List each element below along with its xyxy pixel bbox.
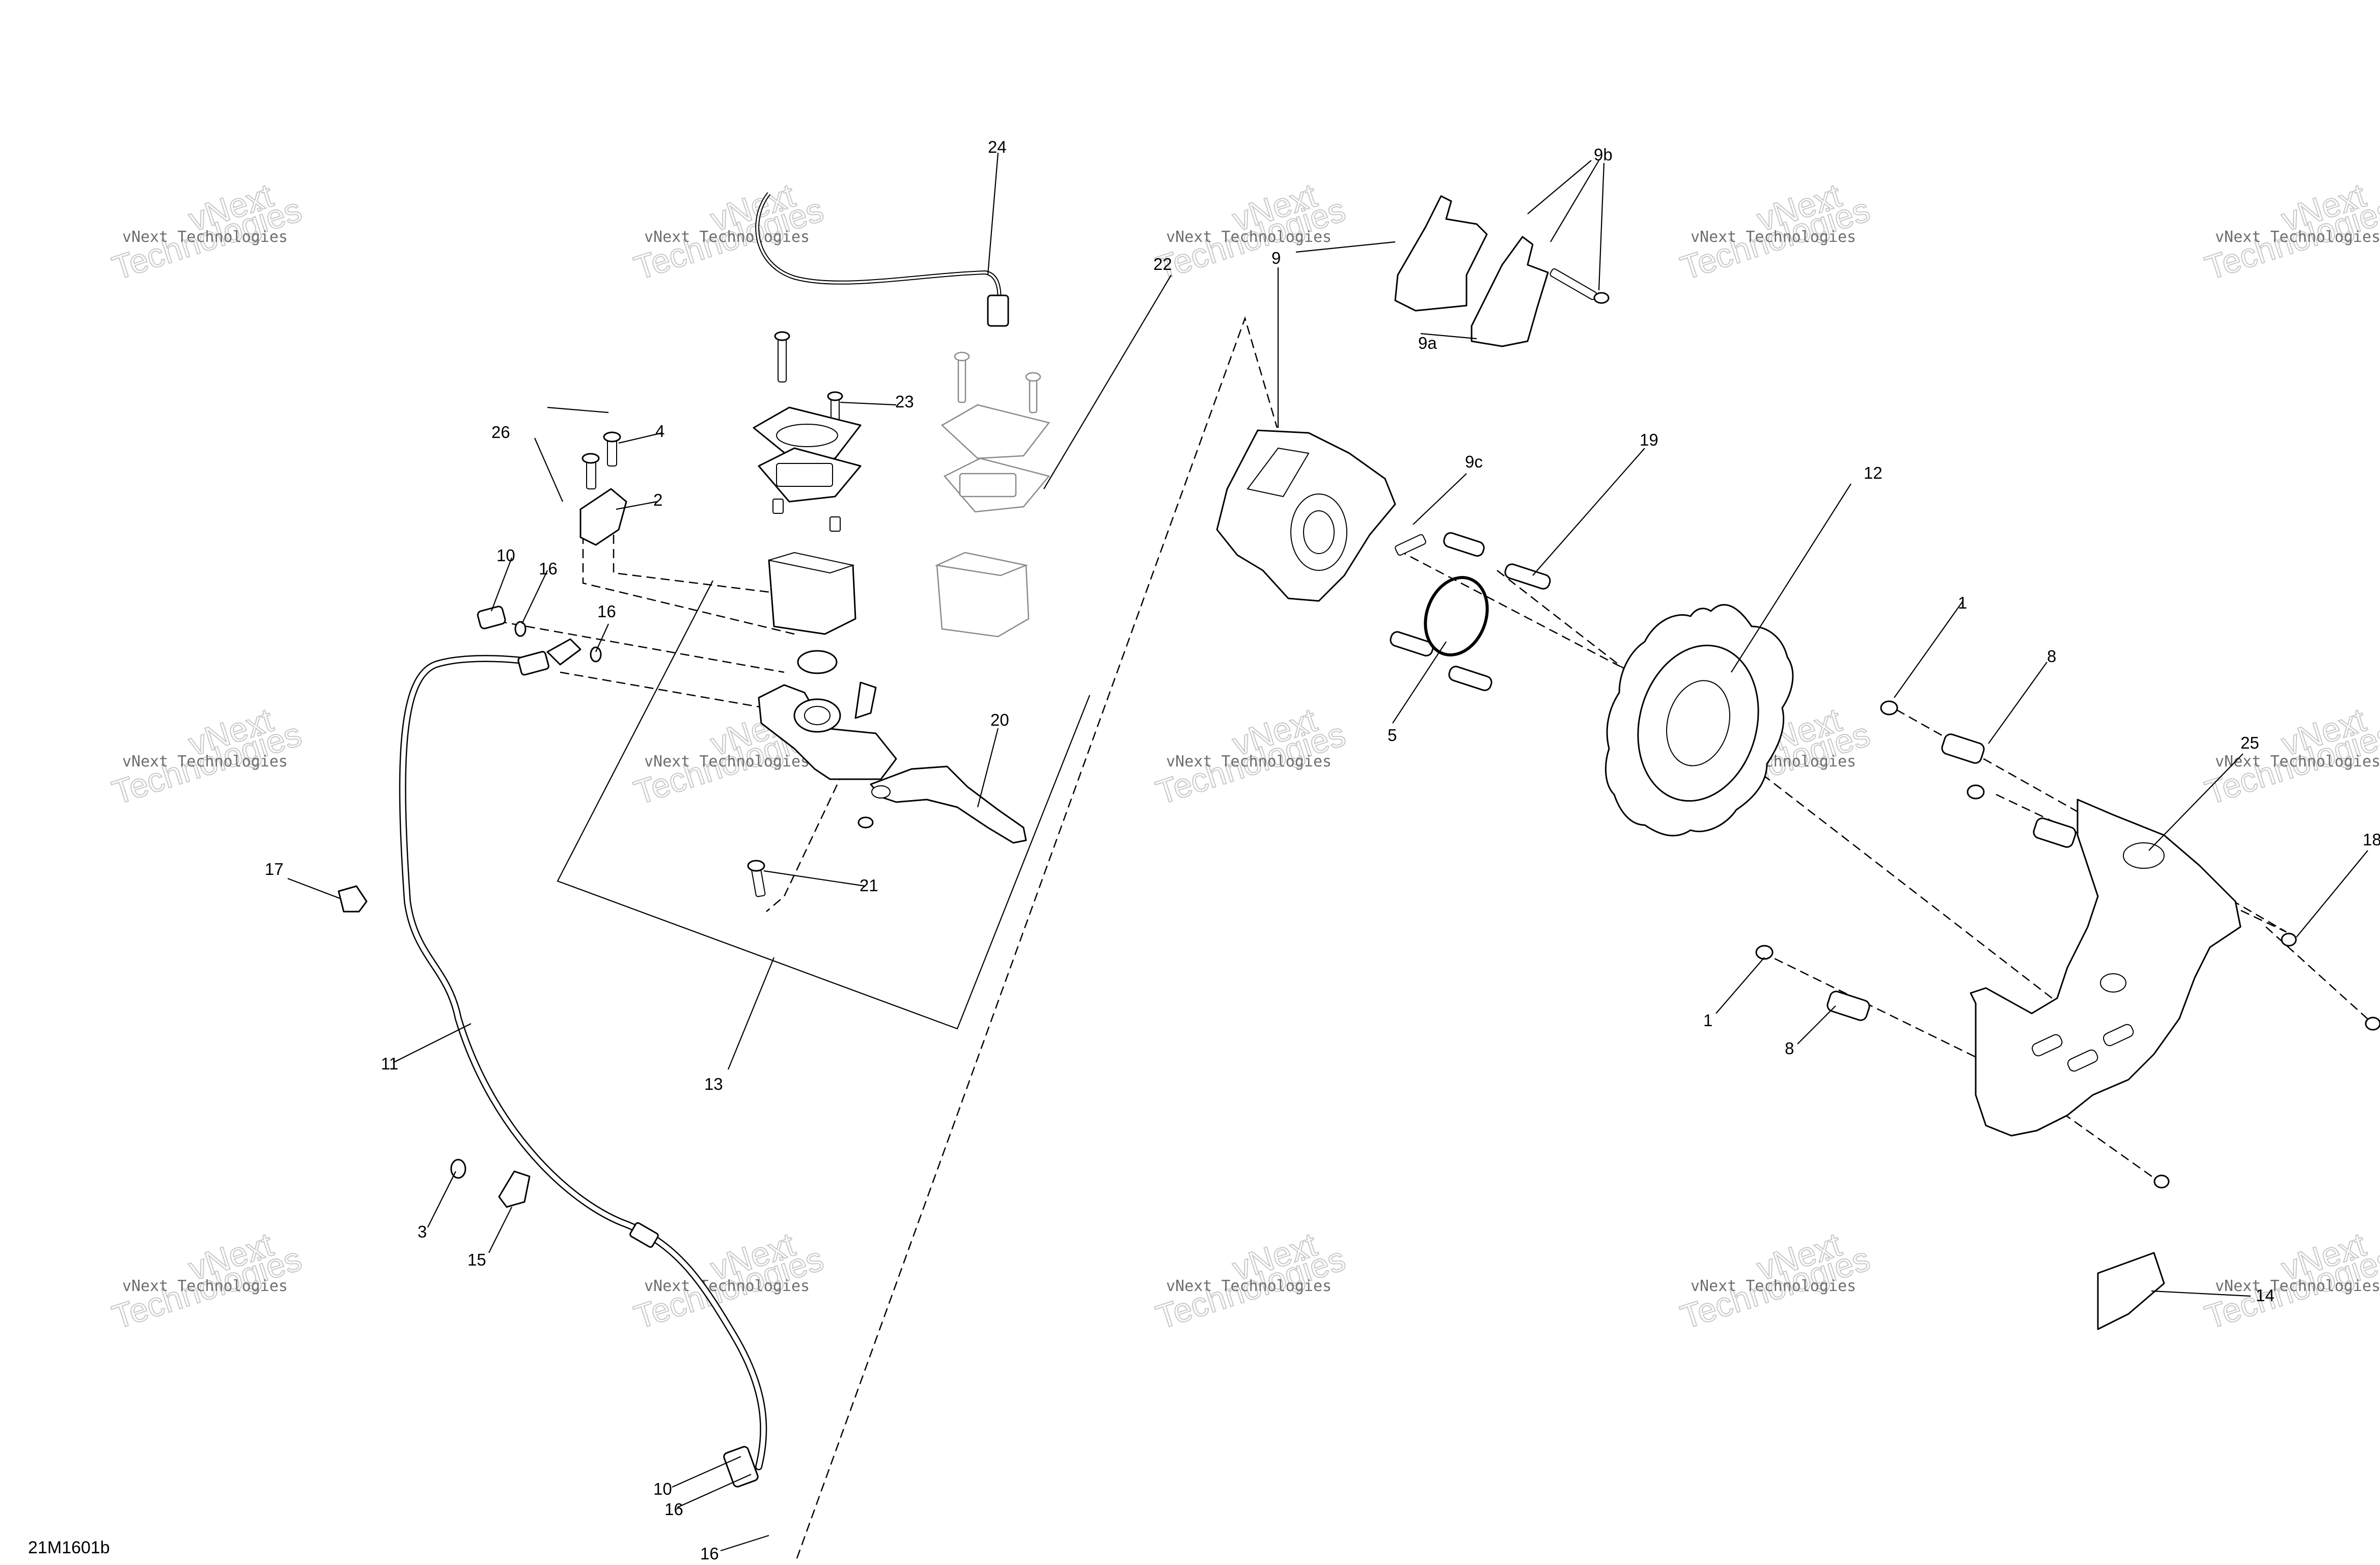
callout-18: 18 <box>2363 830 2380 849</box>
callout-16-bottom-b: 16 <box>700 1544 719 1563</box>
watermark-text-full: vNext Technologies <box>122 753 288 771</box>
callout-labels: 24 22 23 26 4 2 10 16 16 20 21 13 17 11 … <box>28 138 2380 1563</box>
callout-26: 26 <box>491 423 510 442</box>
callout-17: 17 <box>265 860 284 878</box>
brake-caliper-group <box>1216 195 1610 691</box>
watermark-text-full: vNext Technologies <box>644 1277 810 1295</box>
watermark-text-full: vNext Technologies <box>122 228 288 246</box>
callout-9: 9 <box>1271 249 1281 267</box>
diagram-code: 21M1601b <box>28 1538 110 1557</box>
callout-8-top: 8 <box>2047 647 2056 666</box>
watermark-text-full: vNext Technologies <box>1166 228 1332 246</box>
callout-10-bottom: 10 <box>653 1479 672 1498</box>
callout-2: 2 <box>653 490 662 509</box>
watermark-text-full: vNext Technologies <box>644 753 810 771</box>
guard-hardware <box>1755 700 2380 1189</box>
callout-4: 4 <box>655 422 665 441</box>
watermark-text-full: vNext Technologies <box>1166 1277 1332 1295</box>
master-cylinder-kit-frame <box>557 580 1091 1030</box>
callout-24: 24 <box>988 138 1007 156</box>
callout-12: 12 <box>1864 463 1883 482</box>
callout-8-bottom: 8 <box>1785 1039 1794 1058</box>
callout-3: 3 <box>418 1222 427 1241</box>
callout-1-bottom: 1 <box>1703 1011 1712 1030</box>
callout-23: 23 <box>895 392 914 411</box>
callout-22: 22 <box>1153 255 1172 273</box>
callout-14: 14 <box>2256 1286 2275 1305</box>
sensor-cable <box>755 192 1009 327</box>
master-cylinder-group <box>477 331 1027 897</box>
watermark-text-full: vNext Technologies <box>644 228 810 246</box>
leader-lines <box>287 152 2368 1552</box>
callout-16-bottom-a: 16 <box>665 1500 683 1519</box>
watermark-text-full: vNext Technologies <box>2215 1277 2380 1295</box>
callout-9a: 9a <box>1418 334 1437 352</box>
watermark-text-full: vNext Technologies <box>122 1277 288 1295</box>
watermark-text-full: vNext Technologies <box>1691 228 1856 246</box>
callout-16-top-right: 16 <box>597 602 616 621</box>
callout-10-top: 10 <box>496 546 515 565</box>
watermark-text-full: vNext Technologies <box>2215 228 2380 246</box>
clips <box>338 885 2165 1330</box>
callout-15: 15 <box>467 1250 486 1269</box>
brake-hose <box>399 638 767 1488</box>
brake-disc <box>1604 604 1794 837</box>
callout-25: 25 <box>2240 733 2259 752</box>
callout-9b: 9b <box>1594 145 1613 164</box>
callout-9c: 9c <box>1465 452 1483 471</box>
callout-11: 11 <box>381 1054 398 1073</box>
callout-19: 19 <box>1640 430 1658 449</box>
watermark-text-full: vNext Technologies <box>1691 1277 1856 1295</box>
replacement-kit-parts <box>934 351 1050 638</box>
callout-5: 5 <box>1388 726 1397 745</box>
callout-13: 13 <box>704 1075 723 1093</box>
watermark-text-full: vNext Technologies <box>1166 753 1332 771</box>
callout-20: 20 <box>990 710 1009 729</box>
disc-guard <box>1970 799 2241 1137</box>
watermark-text-full: vNext Technologies <box>2215 753 2380 771</box>
callout-16-top-left: 16 <box>539 559 558 578</box>
callout-21: 21 <box>860 876 878 895</box>
callout-1-top: 1 <box>1958 593 1967 612</box>
